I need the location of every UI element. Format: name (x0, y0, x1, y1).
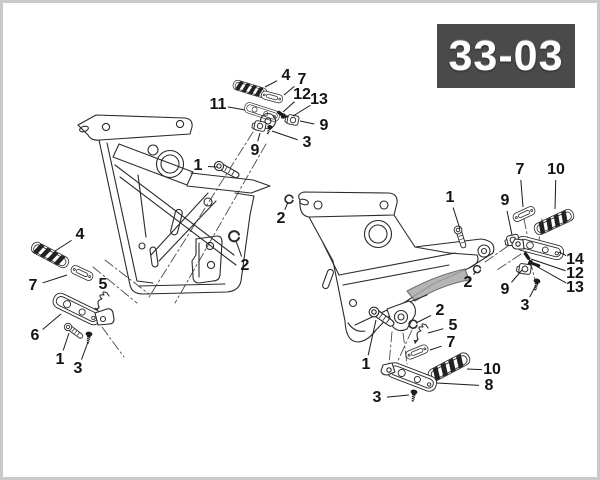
leader-line-2 (415, 315, 432, 324)
leader-line-7 (283, 86, 295, 96)
leader-line-13 (292, 104, 311, 117)
page-number: 33-03 (448, 31, 564, 80)
leader-line-2 (235, 240, 243, 257)
leader-line-1 (62, 332, 70, 351)
callout-11: 11 (209, 96, 227, 113)
leader-line-4 (54, 239, 72, 252)
leader-line-9 (506, 210, 513, 236)
callout-2: 2 (240, 257, 250, 274)
footpeg-holder-8 (380, 360, 440, 394)
callout-9: 9 (250, 142, 260, 159)
leader-line-12 (282, 101, 295, 113)
leader-line-8 (436, 382, 480, 386)
leader-line-3 (271, 130, 298, 141)
leader-line-14 (558, 251, 567, 256)
callout-2: 2 (276, 210, 286, 227)
callout-2: 2 (463, 274, 473, 291)
callout-13: 13 (566, 279, 584, 296)
callout-5: 5 (98, 276, 108, 293)
callout-2: 2 (435, 302, 445, 319)
callout-8: 8 (484, 377, 494, 394)
rear-left-footpeg-assembly (29, 240, 115, 345)
callout-7: 7 (515, 161, 525, 178)
callout-3: 3 (372, 389, 382, 406)
leader-line-10 (554, 179, 557, 210)
callout-7: 7 (446, 334, 456, 351)
callout-9: 9 (319, 117, 329, 134)
center-lines (92, 131, 543, 366)
callout-13: 13 (310, 91, 328, 108)
leader-line-4 (264, 80, 278, 88)
callout-5: 5 (448, 317, 458, 334)
leader-line-3 (386, 394, 410, 398)
leader-line-2 (284, 201, 289, 210)
leader-line-6 (42, 313, 62, 330)
leader-line-10 (466, 368, 483, 371)
callout-12: 12 (293, 86, 311, 103)
callout-6: 6 (30, 327, 40, 344)
callout-14: 14 (566, 251, 584, 268)
leader-line-7 (429, 345, 442, 351)
leader-line-9 (257, 132, 261, 142)
callout-1: 1 (55, 351, 65, 368)
callout-1: 1 (445, 189, 455, 206)
callout-10: 10 (547, 161, 565, 178)
leader-line-9 (511, 269, 523, 283)
leader-line-7 (520, 179, 524, 208)
leader-line-2 (473, 270, 477, 275)
footpeg-holder-6 (50, 290, 115, 328)
callout-7: 7 (28, 277, 38, 294)
leader-line-3 (81, 341, 89, 360)
callout-1: 1 (361, 356, 371, 373)
leader-line-13 (535, 265, 567, 284)
rear-right-footpeg-assembly (380, 323, 473, 403)
front-left-footpeg-assembly (231, 78, 300, 136)
callout-4: 4 (75, 226, 85, 243)
footpeg-holder-14 (511, 234, 566, 262)
leader-line-11 (227, 106, 246, 111)
callout-9: 9 (500, 281, 510, 298)
left-frame-bracket (77, 114, 271, 295)
callout-9: 9 (500, 192, 510, 209)
callout-3: 3 (302, 134, 312, 151)
exploded-diagram (29, 78, 576, 403)
callout-leaders (42, 80, 567, 398)
leader-line-12 (530, 258, 566, 272)
front-right-footpeg-assembly (503, 204, 576, 292)
leader-line-3 (529, 284, 537, 298)
callout-3: 3 (73, 360, 83, 377)
callout-10: 10 (483, 361, 501, 378)
callout-1: 1 (193, 157, 203, 174)
callout-3: 3 (520, 297, 530, 314)
leader-line-1 (452, 207, 461, 230)
leader-line-1 (367, 319, 377, 356)
callout-7: 7 (297, 71, 307, 88)
callout-4: 4 (281, 67, 291, 84)
leader-line-5 (427, 328, 444, 334)
callout-12: 12 (566, 265, 584, 282)
leader-line-9 (299, 120, 315, 125)
page-number-badge: 33-03 (437, 24, 575, 88)
leader-line-7 (42, 274, 68, 284)
